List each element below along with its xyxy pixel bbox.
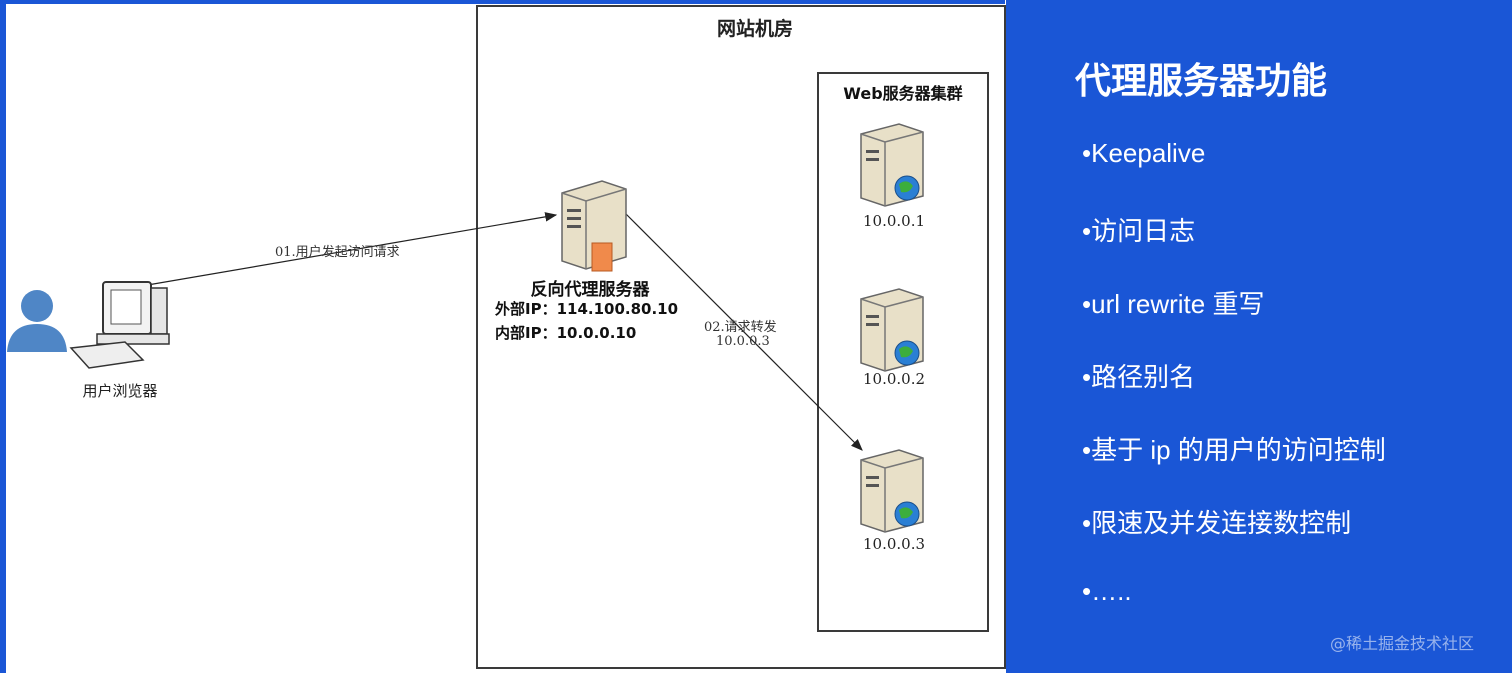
web-server-icon bbox=[860, 288, 924, 372]
web-cluster-title: Web服务器集群 bbox=[843, 84, 963, 103]
proxy-external-ip: 外部IP：114.100.80.10 bbox=[495, 300, 679, 318]
watermark: @稀土掘金技术社区 bbox=[1330, 634, 1475, 653]
feature-list: •Keepalive •访问日志 •url rewrite 重写 •路径别名 •… bbox=[1082, 138, 1386, 649]
proxy-name: 反向代理服务器 bbox=[530, 280, 650, 300]
web-server-1-label: 10.0.0.1 bbox=[862, 212, 926, 230]
feature-item: •限速及并发连接数控制 bbox=[1082, 508, 1352, 538]
top-border bbox=[0, 0, 1005, 4]
forward-edge-target: 10.0.0.3 bbox=[716, 334, 770, 349]
proxy-server-icon bbox=[561, 180, 627, 272]
web-server-2-label: 10.0.0.2 bbox=[862, 370, 926, 388]
feature-panel bbox=[1006, 0, 1512, 673]
web-cluster-box bbox=[817, 72, 989, 632]
feature-item: •访问日志 bbox=[1082, 216, 1196, 246]
left-border bbox=[0, 0, 6, 673]
panel-title: 代理服务器功能 bbox=[1075, 61, 1328, 102]
web-server-3-label: 10.0.0.3 bbox=[862, 535, 926, 553]
feature-item: •….. bbox=[1082, 576, 1132, 606]
user-computer-icon bbox=[7, 281, 170, 369]
web-server-icon bbox=[860, 123, 924, 207]
proxy-internal-ip: 内部IP：10.0.0.10 bbox=[495, 324, 637, 342]
feature-item: •Keepalive bbox=[1082, 138, 1206, 168]
forward-arrow bbox=[625, 213, 863, 451]
datacenter-title: 网站机房 bbox=[716, 18, 793, 40]
forward-edge-label: 02.请求转发 bbox=[704, 320, 777, 335]
web-server-icon bbox=[860, 449, 924, 533]
user-browser-label: 用户浏览器 bbox=[82, 382, 158, 400]
feature-item: •url rewrite 重写 bbox=[1082, 289, 1265, 319]
request-edge-label: 01.用户发起访问请求 bbox=[275, 245, 400, 260]
feature-item: •路径别名 bbox=[1082, 362, 1196, 392]
request-arrow bbox=[129, 212, 558, 289]
feature-item: •基于 ip 的用户的访问控制 bbox=[1082, 435, 1386, 465]
